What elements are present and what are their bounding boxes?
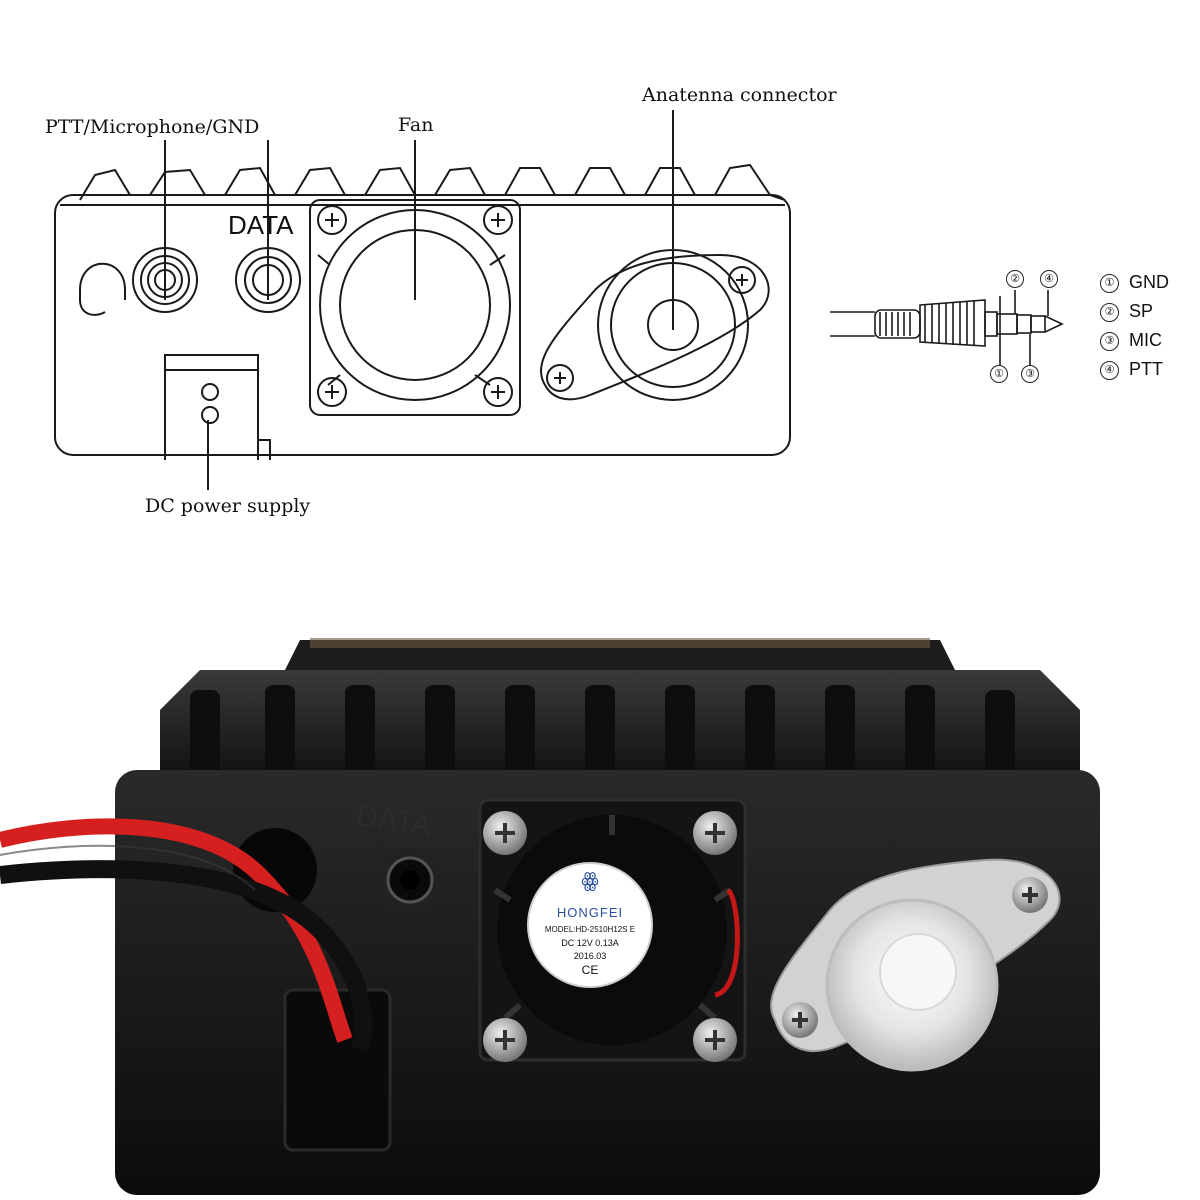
heatsink [160,670,1080,780]
label-data: DATA [228,210,294,240]
fan-date: 2016.03 [573,951,607,961]
pin-number: ④ [1100,361,1119,380]
fan-sticker [527,862,653,988]
pin-legend-row: ① GND [1100,272,1169,301]
fan-screws [317,205,513,407]
fan-brand-logo-icon: ꙮ [581,870,599,892]
pin-number: ② [1100,303,1119,322]
audio-plug-drawing [830,290,1064,365]
heatsink-fins-photo [190,685,1015,780]
fan-ce-mark: CE [581,963,599,977]
pin-label: PTT [1129,359,1163,379]
plug-pin-2-marker: ② [1006,270,1024,288]
label-dc-power-supply: DC power supply [145,495,311,517]
radio-body-outline [54,194,791,456]
rear-panel-diagram [54,110,1064,490]
plug-pin-4-marker: ④ [1040,270,1058,288]
label-ptt-mic-gnd: PTT/Microphone/GND [45,116,260,138]
label-antenna-connector: Anatenna connector [642,84,837,106]
plug-pin-1-marker: ① [990,365,1008,383]
label-fan: Fan [398,114,434,136]
pin-label: SP [1129,301,1154,321]
pin-legend-row: ④ PTT [1100,359,1169,388]
plug-pin-3-marker: ③ [1021,365,1039,383]
antenna-plate [540,253,770,401]
rear-panel-photo: DATA [0,638,1100,1195]
pin-number: ① [1100,274,1119,293]
pin-number: ③ [1100,332,1119,351]
pin-label: GND [1129,272,1169,292]
fan-model: MODEL:HD-2510H12S E [544,925,636,934]
pin-label: MIC [1129,330,1162,350]
fan-screws-photo [483,811,737,1062]
pinout-legend: ① GND ② SP ③ MIC ④ PTT [1100,272,1169,388]
fan-brand: HONGFEI [556,905,624,920]
dc-power-socket [164,354,271,460]
red-wire [0,818,353,1043]
fan-spec: DC 12V 0.13A [561,938,619,948]
black-wire [0,860,373,1053]
headset-icon [79,262,126,316]
pin-legend-row: ③ MIC [1100,330,1169,359]
pin-legend-row: ② SP [1100,301,1169,330]
